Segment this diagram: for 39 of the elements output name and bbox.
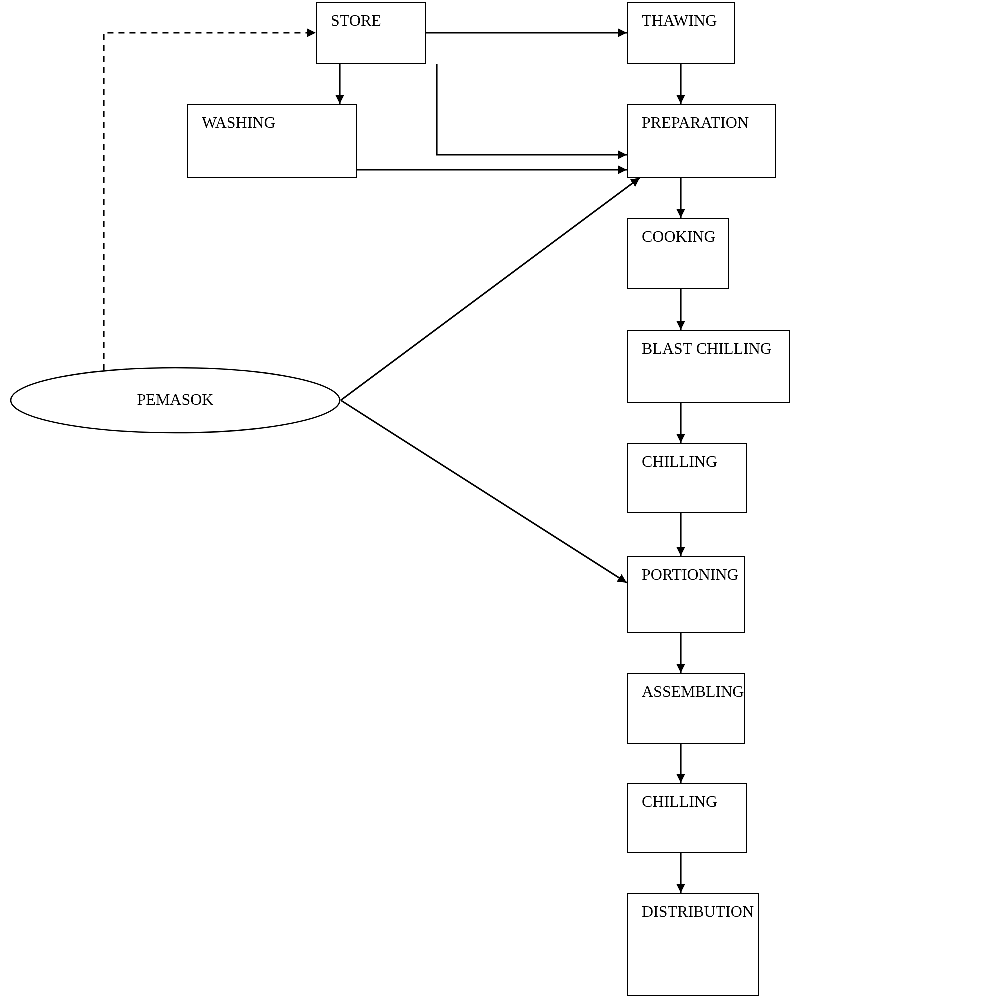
- step-label: DISTRIBUTION: [642, 904, 754, 922]
- arrow: [676, 853, 686, 893]
- step-label: PREPARATION: [642, 115, 749, 133]
- arrow: [340, 177, 640, 402]
- process-box: [627, 218, 729, 289]
- step-label: STORE: [331, 13, 382, 31]
- process-box: [316, 2, 426, 64]
- arrow: [676, 633, 686, 673]
- arrow: [340, 400, 628, 584]
- process-box: [627, 443, 747, 513]
- step-label: BLAST CHILLING: [642, 341, 772, 359]
- step-label: THAWING: [642, 13, 718, 31]
- process-box: [627, 893, 759, 996]
- arrow: [676, 178, 686, 218]
- step-label: PORTIONING: [642, 567, 739, 585]
- step-label: CHILLING: [642, 454, 718, 472]
- arrow: [676, 744, 686, 783]
- process-box: [187, 104, 357, 178]
- supplier-ellipse: [10, 367, 341, 434]
- arrow: [676, 289, 686, 330]
- step-label: CHILLING: [642, 794, 718, 812]
- step-label: PEMASOK: [137, 392, 214, 410]
- process-box: [627, 556, 745, 633]
- step-label: ASSEMBLING: [642, 684, 744, 702]
- arrow: [426, 28, 627, 38]
- process-box: [627, 330, 790, 403]
- process-box: [627, 783, 747, 853]
- arrow: [676, 403, 686, 443]
- arrow: [436, 64, 627, 160]
- step-label: WASHING: [202, 115, 276, 133]
- arrow: [336, 64, 344, 104]
- process-box: [627, 673, 745, 744]
- arrow: [357, 166, 627, 174]
- arrow: [676, 64, 686, 104]
- step-label: COOKING: [642, 229, 716, 247]
- process-box: [627, 2, 735, 64]
- dashed-arrow: [103, 28, 316, 370]
- process-box: [627, 104, 776, 178]
- arrow: [676, 513, 686, 556]
